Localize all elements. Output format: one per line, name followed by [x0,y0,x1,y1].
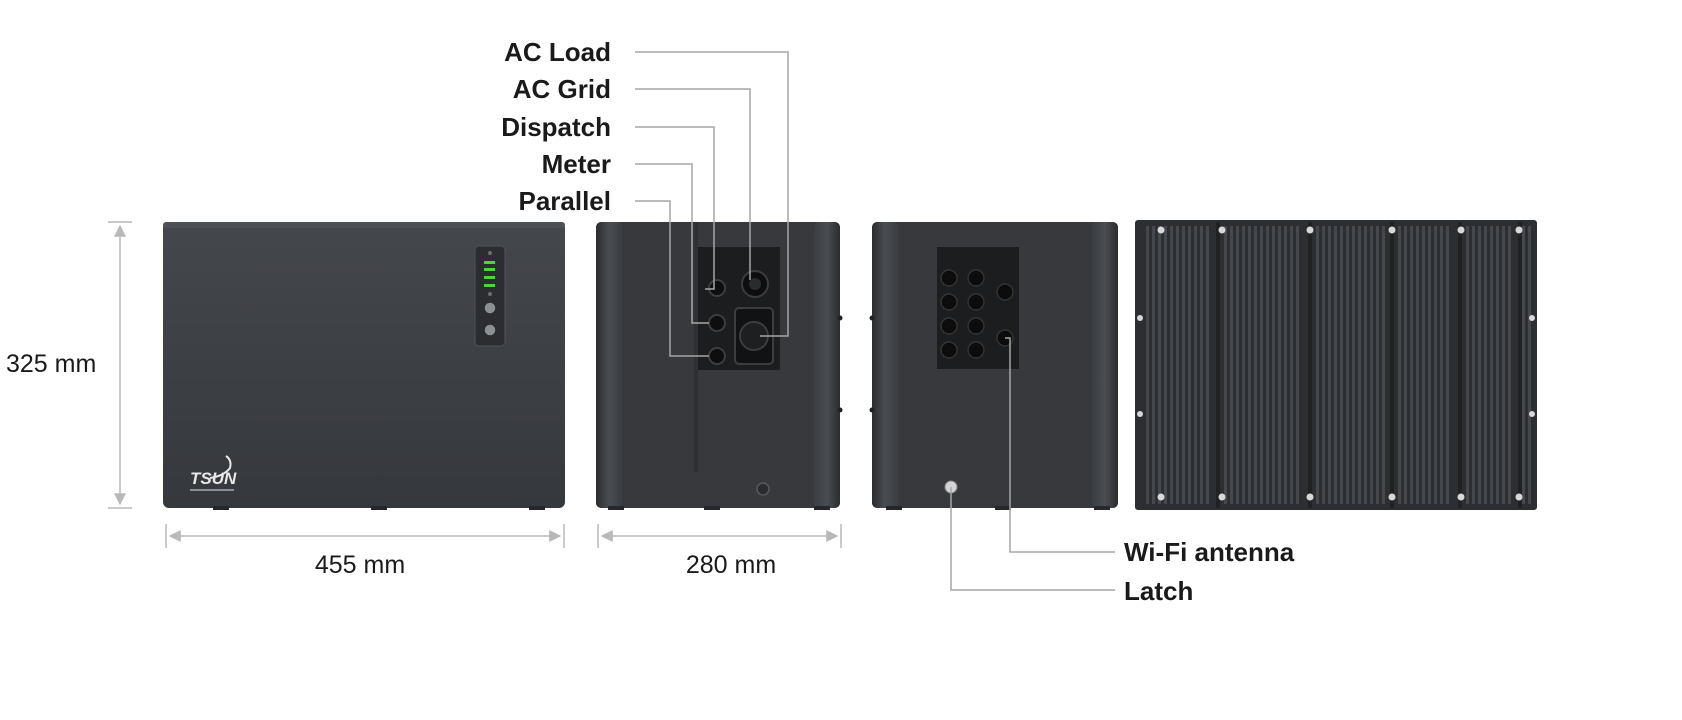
parallel-port [708,347,726,365]
leader-wifi-antenna [1005,337,1115,553]
heatsink-fins [1146,222,1531,508]
side-view-ports-unit [596,222,843,510]
meter-port [708,279,726,297]
led-indicator [484,261,495,264]
mounting-screws [1137,226,1535,501]
indicator-panel [474,245,506,347]
callout-labels-top: AC Load AC Grid Dispatch Meter Parallel [501,37,611,216]
leader-meter [635,163,709,324]
dimension-height-label: 325 mm [6,350,96,378]
dimension-depth: 280 mm [597,524,842,579]
leader-ac-load [635,51,789,337]
front-view-unit: TSUN [163,222,565,510]
leader-dispatch [635,126,715,290]
callout-dispatch: Dispatch [501,112,611,142]
side-view-antenna-unit [869,222,1118,510]
callout-wifi-antenna: Wi-Fi antenna [1124,537,1295,567]
gland-panel [937,247,1019,369]
callout-ac-load: AC Load [504,37,611,67]
leader-lines-bottom [950,337,1115,591]
power-button[interactable] [483,301,497,315]
leader-ac-grid [635,88,751,280]
dimension-width: 455 mm [165,524,565,579]
callout-parallel: Parallel [518,186,611,216]
callout-labels-bottom: Wi-Fi antenna Latch [1124,537,1295,606]
led-indicator [484,284,495,287]
function-button[interactable] [483,323,497,337]
leader-lines-top [635,51,789,357]
led-indicator [484,276,495,279]
callout-meter: Meter [542,149,611,179]
port-panel [698,247,780,370]
dimension-height: 325 mm [6,221,132,509]
led-indicator [484,268,495,271]
leader-parallel [635,200,709,357]
svg-text:TSUN: TSUN [190,469,237,488]
dimension-depth-label: 280 mm [686,551,776,579]
brand-logo: TSUN [190,455,237,491]
parallel-port [708,314,726,332]
dimension-width-label: 455 mm [315,551,405,579]
leader-latch [950,487,1115,591]
callout-ac-grid: AC Grid [513,74,611,104]
back-view-heatsink [1135,220,1537,510]
callout-latch: Latch [1124,576,1193,606]
